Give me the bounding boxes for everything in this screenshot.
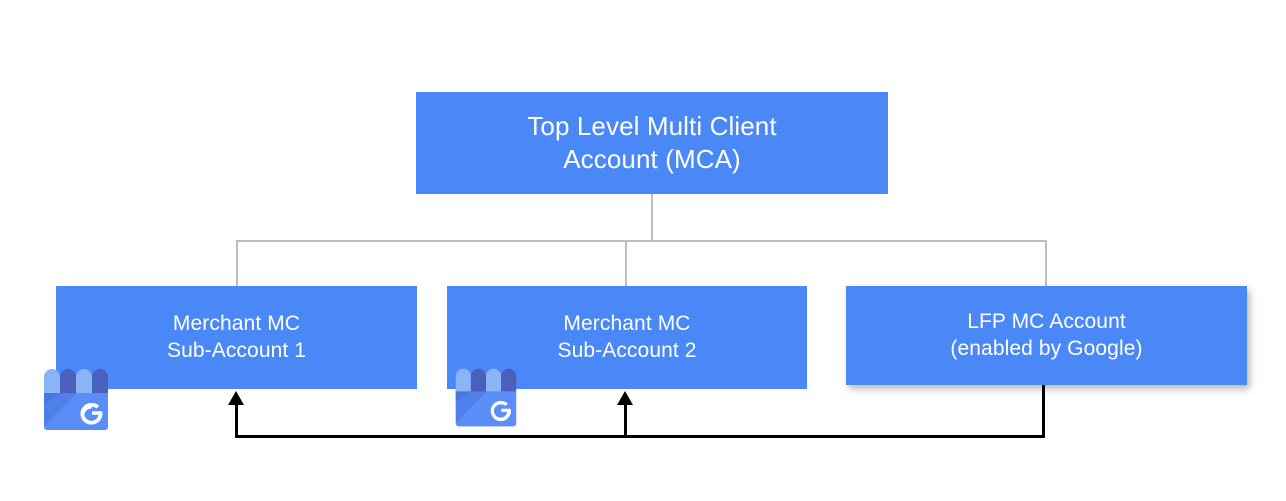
arrowhead-to-sub-account-2 — [617, 391, 633, 405]
connector-drop-sub2 — [625, 240, 627, 288]
feedback-connector-riser-sub1 — [235, 402, 238, 436]
google-my-business-storefront-icon — [455, 368, 517, 427]
node-merchant-mc-sub-account-2[interactable]: Merchant MC Sub-Account 2 — [447, 286, 807, 389]
feedback-connector-riser-sub2 — [624, 402, 627, 436]
node-lfp-mc-account-line1: LFP MC Account — [967, 310, 1126, 334]
node-merchant-mc-sub-account-2-label: Merchant MC Sub-Account 2 — [447, 311, 807, 364]
node-merchant-mc-sub-account-1-line2: Sub-Account 1 — [166, 338, 307, 362]
node-top-level-mca-line2: Account (MCA) — [563, 144, 741, 174]
node-merchant-mc-sub-account-2-line2: Sub-Account 2 — [557, 338, 697, 362]
connector-horizontal-bus — [236, 240, 1047, 242]
node-merchant-mc-sub-account-2-line1: Merchant MC — [563, 312, 691, 336]
node-top-level-mca[interactable]: Top Level Multi Client Account (MCA) — [416, 92, 888, 194]
connector-root-stem — [651, 194, 653, 242]
node-merchant-mc-sub-account-1-label: Merchant MC Sub-Account 1 — [56, 311, 417, 364]
feedback-connector-vertical-from-lfp — [1042, 385, 1045, 438]
node-top-level-mca-line1: Top Level Multi Client — [527, 111, 777, 142]
feedback-connector-horizontal — [235, 435, 1045, 438]
node-top-level-mca-label: Top Level Multi Client Account (MCA) — [416, 110, 888, 176]
connector-drop-sub1 — [236, 240, 238, 288]
node-merchant-mc-sub-account-1-line1: Merchant MC — [172, 312, 301, 336]
connector-drop-lfp — [1045, 240, 1047, 288]
google-my-business-storefront-icon — [44, 369, 108, 430]
node-lfp-mc-account-line2: (enabled by Google) — [950, 336, 1143, 360]
node-lfp-mc-account-label: LFP MC Account (enabled by Google) — [846, 309, 1247, 362]
node-merchant-mc-sub-account-1[interactable]: Merchant MC Sub-Account 1 — [56, 286, 417, 389]
arrowhead-to-sub-account-1 — [228, 391, 244, 405]
node-lfp-mc-account[interactable]: LFP MC Account (enabled by Google) — [846, 286, 1247, 385]
